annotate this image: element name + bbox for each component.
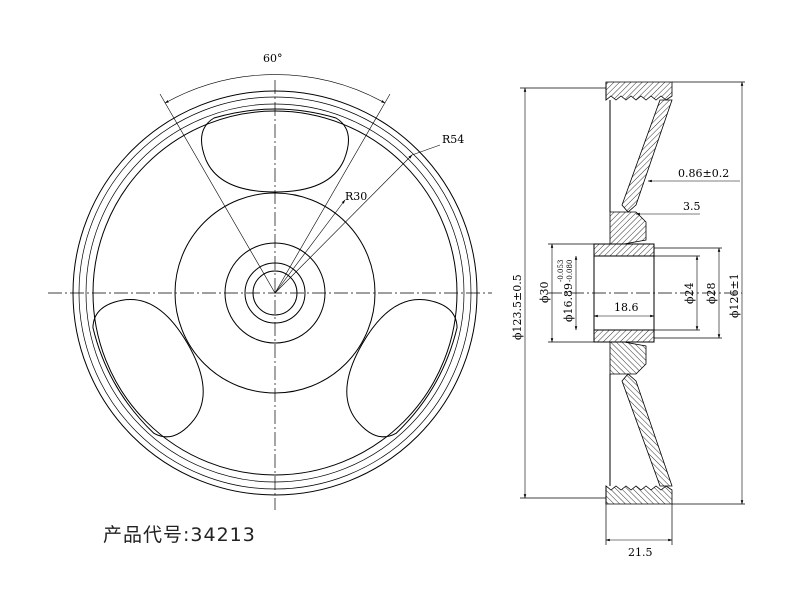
dim-rim-thickness-label: 0.86±0.2 (678, 167, 729, 180)
dim-hub-offset-label: 3.5 (683, 200, 701, 213)
top-web-section (621, 99, 673, 213)
rim-circle-3 (85, 103, 465, 483)
product-code-label: 产品代号: (103, 524, 191, 546)
dim-width-label: 21.5 (628, 546, 653, 559)
r54-label: R54 (442, 133, 464, 146)
hub-wall-top (593, 243, 655, 257)
angle-extension-left (159, 93, 276, 294)
dim-bore-lower-tol: -0.080 (566, 260, 574, 282)
spoke-cutout (92, 298, 204, 438)
dim-pitch-label: ϕ123.5±0.5 (511, 274, 524, 340)
r54-leader (274, 154, 413, 294)
hub-boss-circle (224, 242, 326, 344)
dim-28-label: ϕ28 (705, 283, 718, 305)
outer-rim-circle (72, 90, 478, 496)
bottom-profile (605, 341, 673, 505)
angle-extension-right (274, 93, 391, 294)
spoke-cutout (201, 108, 349, 193)
side-view: 0.86±0.2 3.5 18.6 21.5 ϕ123.5±0.5 ϕ126±1… (511, 81, 745, 559)
dim-bore-upper-tol: -0.053 (557, 260, 565, 282)
dim-outer-label: ϕ126±1 (728, 273, 741, 318)
top-groove-section (605, 81, 673, 101)
rim-circle-4 (92, 110, 458, 476)
bore-outer-circle (244, 262, 306, 324)
r30-leader (274, 199, 346, 294)
hub-outer-circle (174, 192, 376, 394)
angle-label: 60° (263, 52, 283, 65)
bore-circle (252, 270, 298, 316)
product-code-caption: 产品代号:34213 (103, 520, 256, 547)
r54-leader-tail (411, 144, 441, 156)
angle-arc (164, 74, 386, 104)
dim-bore-label: ϕ16.89 (562, 283, 575, 322)
dim-hub-label: ϕ30 (538, 282, 551, 304)
product-code-value: 34213 (190, 524, 256, 546)
hub-wall-bottom (593, 329, 655, 343)
front-view: 60° R54 R30 (48, 52, 492, 510)
spoke-cutout (346, 298, 458, 438)
rim-circle-2 (78, 96, 472, 490)
r30-label: R30 (345, 190, 367, 203)
dim-24-label: ϕ24 (683, 283, 696, 305)
top-hub-section (609, 211, 647, 245)
dim-bore-length-label: 18.6 (614, 301, 639, 314)
